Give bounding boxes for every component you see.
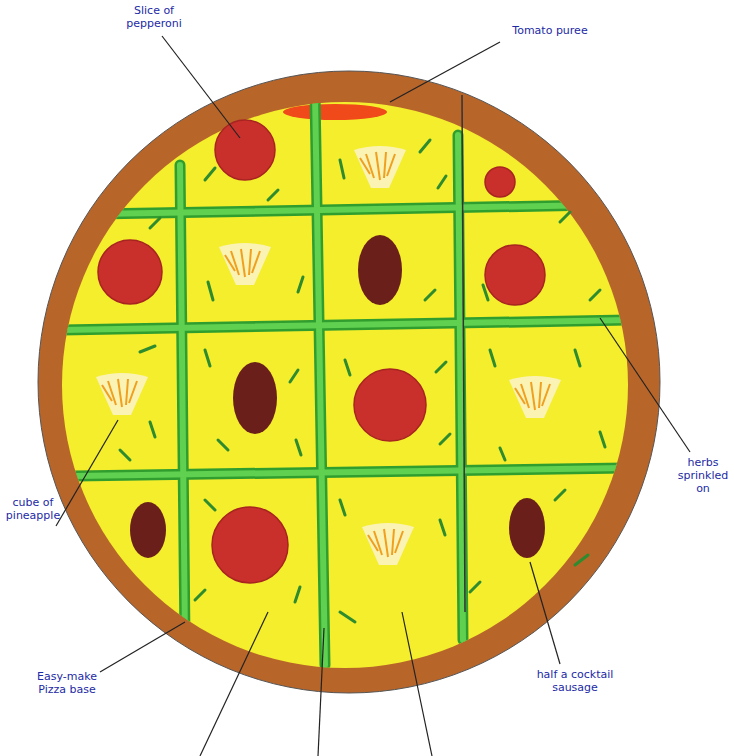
leader-line [318,628,324,756]
herb-lines [60,95,630,665]
herb-fleck [150,422,155,437]
herb-fleck [268,190,278,200]
pepperoni-slice [212,507,288,583]
herb-fleck [290,370,298,382]
leader-line [402,612,432,756]
cocktail-sausages [130,235,545,558]
callout-label: Slice of pepperoni [112,4,196,30]
herb-line [95,205,600,214]
herb-fleck [340,612,355,622]
cocktail-sausage [130,502,166,558]
pizza-base [38,71,660,693]
herb-line [315,95,325,665]
herb-fleck [438,176,446,188]
leader-line [56,420,118,526]
herb-fleck [490,350,495,366]
herb-fleck [120,450,130,460]
pepperoni-slice [485,167,515,197]
herb-line [180,165,185,640]
pineapple-cube [96,373,148,415]
herb-fleck [600,432,605,447]
herb-fleck [436,362,446,372]
pineapple-cube [354,146,406,188]
herb-fleck [218,440,228,450]
herb-fleck [483,285,488,300]
herb-fleck [470,582,480,592]
pepperoni-slice [98,240,162,304]
herb-line [60,320,630,330]
herb-fleck [340,500,345,515]
herb-line [315,95,325,665]
herb-fleck [500,448,505,460]
herb-fleck [560,212,570,222]
herb-fleck [140,346,155,352]
cocktail-sausage [358,235,402,305]
cocktail-sausage [233,362,277,434]
herb-line [75,468,625,476]
herb-line [60,320,630,330]
herb-line [95,205,600,214]
herb-fleck [555,490,565,500]
herb-line-shadow [60,95,630,665]
pineapple-cube [362,523,414,565]
herb-fleck [440,434,450,444]
herb-flecks [120,140,605,622]
herb-fleck [150,218,160,228]
leader-lines [56,36,690,756]
callout-label: half a cocktail sausage [520,668,630,694]
cocktail-sausage [509,498,545,558]
herb-fleck [425,290,435,300]
leader-line [200,612,268,756]
pepperoni-slice [215,120,275,180]
herb-fleck [205,350,210,366]
herb-fleck [195,590,205,600]
herb-fleck [208,282,213,300]
herb-line-top [60,95,630,665]
leader-line [390,42,500,102]
guide-line [462,95,465,612]
pepperoni-slice [354,369,426,441]
leader-line [100,622,185,672]
herb-fleck [295,587,300,602]
leader-line [530,562,560,664]
callout-label: Tomato puree [490,24,610,37]
pineapple-cube [509,376,561,418]
herb-fleck [296,440,301,455]
cheese [62,102,628,668]
herb-fleck [590,290,600,300]
pepperoni-slices [98,120,545,583]
pineapple-cube [219,243,271,285]
leader-line [162,36,240,138]
pepperoni-slice [485,245,545,305]
herb-line [180,165,185,640]
herb-fleck [205,500,215,510]
herb-fleck [420,140,430,152]
herb-fleck [345,360,350,375]
herb-fleck [340,160,344,178]
callout-label: herbs sprinkled on [676,456,730,496]
tomato-puree [283,104,387,120]
herb-fleck [440,520,445,535]
herb-fleck [298,277,303,292]
herb-fleck [575,555,588,565]
callout-label: Easy-make Pizza base [22,670,112,696]
callout-label: cube of pineapple [2,496,64,522]
herb-line [75,468,625,476]
herb-fleck [205,168,215,180]
herb-fleck [575,350,580,366]
leader-line [600,318,690,452]
